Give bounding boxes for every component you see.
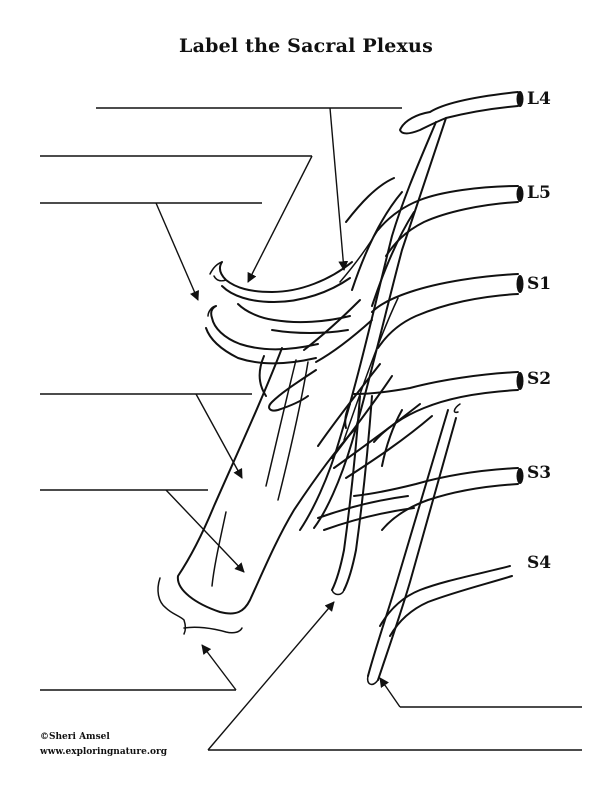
root-label-s1: S1: [527, 274, 552, 294]
sciatic-nerve-trunk: [176, 347, 355, 615]
label-pointers: [155, 107, 401, 751]
nerve-root-s2: [353, 371, 524, 443]
lower-contour: [157, 577, 243, 635]
plexus-branches: [303, 177, 433, 531]
root-label-s4: S4: [527, 553, 552, 573]
nerve-root-s4: [379, 565, 513, 637]
pointer-3: [155, 202, 199, 301]
pointer-8: [207, 601, 335, 751]
label-blanks: [40, 107, 582, 751]
pointer-1: [329, 107, 349, 271]
pointer-6: [201, 644, 237, 691]
pudendal-nerve: [366, 409, 457, 686]
nerve-root-s1: [343, 273, 524, 441]
root-label-l5: L5: [527, 183, 551, 203]
posterior-cutaneous-nerve: [331, 395, 373, 596]
inferior-gluteal-nerve: [205, 305, 319, 412]
nerve-root-s3: [353, 467, 524, 531]
nerve-root-l5: [339, 185, 524, 283]
root-label-s2: S2: [527, 369, 552, 389]
pointer-7: [379, 677, 401, 708]
page-title: Label the Sacral Plexus: [179, 35, 433, 57]
superior-gluteal-nerve: [209, 261, 353, 334]
nerve-root-l4: [299, 91, 524, 531]
credit-author: ©Sheri Amsel: [40, 732, 110, 742]
root-label-l4: L4: [527, 89, 551, 109]
root-label-s3: S3: [527, 463, 552, 483]
credit-website: www.exploringnature.org: [40, 747, 167, 757]
nerve-drawing: [157, 91, 524, 686]
pointer-5: [165, 489, 245, 573]
pointer-2: [247, 155, 313, 283]
pointer-4: [195, 393, 243, 479]
